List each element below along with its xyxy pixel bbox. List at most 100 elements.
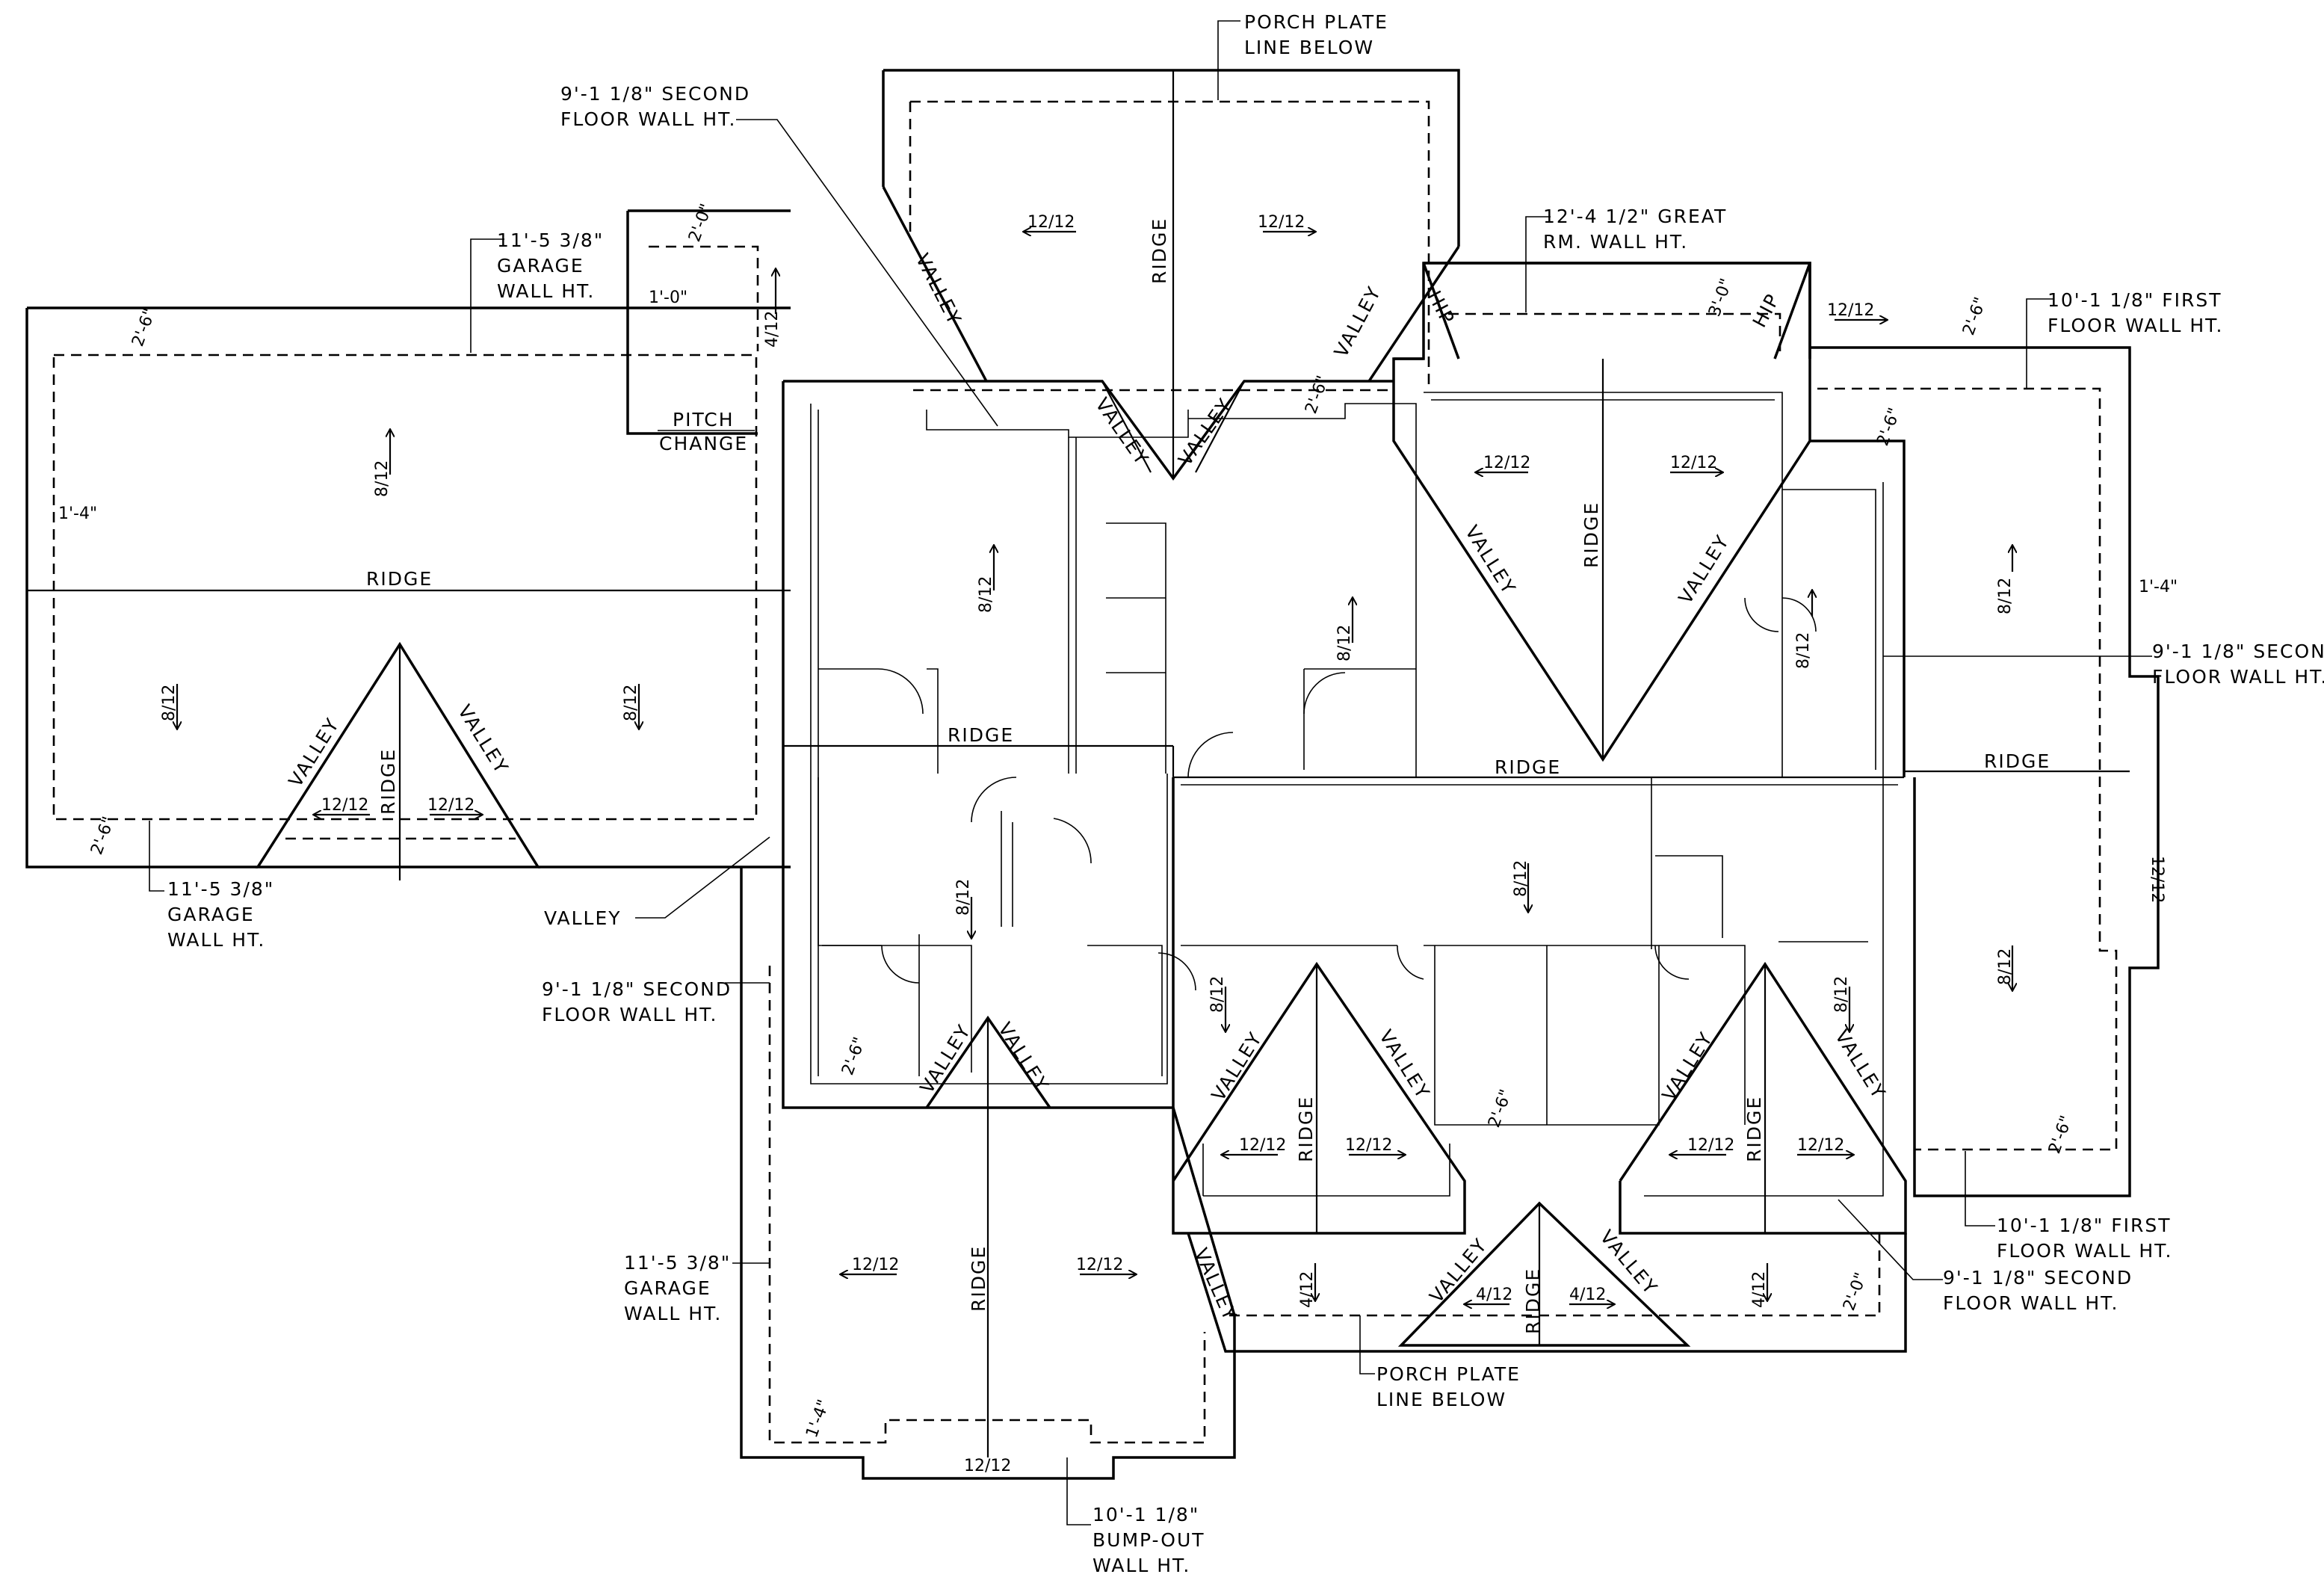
pitch-change-label: CHANGE xyxy=(659,433,748,454)
svg-text:12/12: 12/12 xyxy=(1239,1136,1286,1155)
svg-text:8/12: 8/12 xyxy=(954,879,973,916)
pitch-arrow: 8/12 xyxy=(1335,598,1354,661)
svg-text:8/12: 8/12 xyxy=(1208,976,1227,1013)
dim-label: 3'-0" xyxy=(1705,277,1736,320)
pitch-arrow: 12/12 xyxy=(1797,1136,1853,1155)
pitch-arrow: 12/12 xyxy=(1670,1136,1734,1155)
svg-text:12/12: 12/12 xyxy=(1827,301,1874,320)
callout-garage-wall: GARAGE xyxy=(497,255,584,277)
callout-great-room: RM. WALL HT. xyxy=(1543,231,1688,253)
valley-label: VALLEY xyxy=(1091,394,1153,469)
pitch-arrow: 8/12 xyxy=(977,546,995,613)
pitch-arrow: 8/12 xyxy=(954,879,973,938)
svg-text:8/12: 8/12 xyxy=(1832,976,1851,1013)
svg-text:8/12: 8/12 xyxy=(1996,948,2015,985)
svg-text:8/12: 8/12 xyxy=(977,576,995,613)
svg-text:4/12: 4/12 xyxy=(1298,1271,1317,1308)
callout-first-floor: 10'-1 1/8" FIRST xyxy=(1997,1215,2172,1236)
valley-label: VALLEY xyxy=(915,1020,974,1097)
overhang-dims: 2'-6" 2'-0" 1'-0" 1'-4" 2'-6" 3'-0" 2'-6… xyxy=(58,202,2178,1441)
pitch-arrow: 8/12 xyxy=(1794,590,1813,669)
valley-label: VALLEY xyxy=(1330,283,1385,361)
svg-text:8/12: 8/12 xyxy=(622,685,640,721)
valley-label: VALLEY xyxy=(454,701,513,778)
ridge-label: RIDGE xyxy=(366,568,433,590)
ridge-label: RIDGE xyxy=(1580,502,1602,568)
svg-text:12/12: 12/12 xyxy=(1687,1136,1734,1155)
callout-garage-wall: WALL HT. xyxy=(167,929,265,951)
dim-label: 2'-6" xyxy=(838,1035,869,1079)
pitch-arrow: 12/12 xyxy=(314,796,370,815)
dim-label: 1'-4" xyxy=(58,505,97,523)
callout-second-floor: 9'-1 1/8" SECOND xyxy=(560,83,750,105)
pitch-arrow: 8/12 xyxy=(1832,976,1851,1031)
callout-first-floor: FLOOR WALL HT. xyxy=(1997,1240,2172,1262)
pitch-arrows: 12/12 12/12 12/12 12/12 12/12 12/12 12/1… xyxy=(160,213,2166,1475)
callout-second-floor: 9'-1 1/8" SECOND xyxy=(542,978,732,1000)
floor-plan-walls xyxy=(810,392,1898,1197)
valley-label: VALLEY xyxy=(1831,1026,1890,1103)
pitch-arrow: 4/12 xyxy=(1298,1263,1317,1308)
svg-text:4/12: 4/12 xyxy=(1750,1271,1769,1308)
dim-label: 1'-4" xyxy=(2139,578,2178,596)
callout-garage-wall: GARAGE xyxy=(624,1277,711,1299)
dim-label: 2'-6" xyxy=(129,306,159,350)
callout-valley: VALLEY xyxy=(544,907,622,929)
valley-label: VALLEY xyxy=(1190,1245,1242,1324)
pitch-arrow: 8/12 xyxy=(1512,860,1530,912)
callout-first-floor: FLOOR WALL HT. xyxy=(2048,315,2223,336)
callout-second-floor: FLOOR WALL HT. xyxy=(1943,1292,2119,1314)
pitch-arrow: 12/12 xyxy=(1222,1136,1286,1155)
svg-text:8/12: 8/12 xyxy=(1794,632,1813,669)
svg-text:12/12: 12/12 xyxy=(1797,1136,1844,1155)
callout-bump-out: 10'-1 1/8" xyxy=(1093,1504,1199,1525)
pitch-arrow: 4/12 xyxy=(1465,1286,1512,1304)
pitch-arrow: 12/12 xyxy=(1024,213,1076,232)
callout-porch-top: LINE BELOW xyxy=(1244,37,1374,58)
ridge-label: RIDGE xyxy=(1984,750,2051,772)
leader-lines xyxy=(149,20,2152,1525)
callout-second-floor: FLOOR WALL HT. xyxy=(2152,666,2324,688)
pitch-label: 12/12 xyxy=(2148,856,2166,903)
svg-text:8/12: 8/12 xyxy=(1335,625,1354,661)
pitch-arrow: 12/12 xyxy=(841,1256,899,1274)
callout-porch-bottom: LINE BELOW xyxy=(1376,1389,1506,1410)
valley-label: VALLEY xyxy=(1174,394,1236,469)
dim-label: 1'-4" xyxy=(803,1398,833,1441)
svg-text:8/12: 8/12 xyxy=(373,460,392,497)
pitch-arrow: 4/12 xyxy=(1569,1286,1614,1304)
pitch-arrow: 8/12 xyxy=(622,684,640,729)
ridge-label: RIDGE xyxy=(948,724,1014,746)
callout-second-floor: 9'-1 1/8" SECOND xyxy=(2152,641,2324,662)
pitch-label: 12/12 xyxy=(964,1457,1011,1475)
callout-second-floor: FLOOR WALL HT. xyxy=(542,1004,717,1025)
pitch-arrow: 8/12 xyxy=(373,430,392,497)
callout-garage-wall: WALL HT. xyxy=(624,1303,722,1324)
callout-garage-wall: 11'-5 3/8" xyxy=(497,229,604,251)
callout-porch-top: PORCH PLATE xyxy=(1244,11,1388,33)
svg-text:4/12: 4/12 xyxy=(1569,1286,1606,1304)
callout-garage-wall: GARAGE xyxy=(167,904,255,925)
pitch-arrow: 12/12 xyxy=(427,796,482,815)
svg-text:12/12: 12/12 xyxy=(1076,1256,1123,1274)
svg-text:12/12: 12/12 xyxy=(427,796,475,815)
callouts: PORCH PLATE LINE BELOW 9'-1 1/8" SECOND … xyxy=(167,11,2324,1576)
pitch-arrow: 4/12 xyxy=(763,269,782,348)
dim-label: 2'-6" xyxy=(1959,295,1990,339)
svg-text:12/12: 12/12 xyxy=(1670,454,1717,472)
callout-great-room: 12'-4 1/2" GREAT xyxy=(1543,206,1727,227)
callout-porch-bottom: PORCH PLATE xyxy=(1376,1363,1521,1385)
ridge-label: RIDGE xyxy=(1295,1096,1317,1162)
ridge-label: RIDGE xyxy=(377,748,399,815)
callout-bump-out: BUMP-OUT xyxy=(1093,1529,1205,1551)
dim-label: 2'-0" xyxy=(685,202,716,245)
pitch-arrow: 12/12 xyxy=(1670,454,1722,472)
ridge-label: RIDGE xyxy=(1149,217,1170,284)
dim-label: 2'-6" xyxy=(1485,1087,1515,1131)
callout-second-floor: FLOOR WALL HT. xyxy=(560,108,736,130)
dim-label: 1'-0" xyxy=(649,289,687,307)
callout-garage-wall: WALL HT. xyxy=(497,280,595,302)
callout-garage-wall: 11'-5 3/8" xyxy=(167,878,274,900)
callout-garage-wall: 11'-5 3/8" xyxy=(624,1252,731,1274)
